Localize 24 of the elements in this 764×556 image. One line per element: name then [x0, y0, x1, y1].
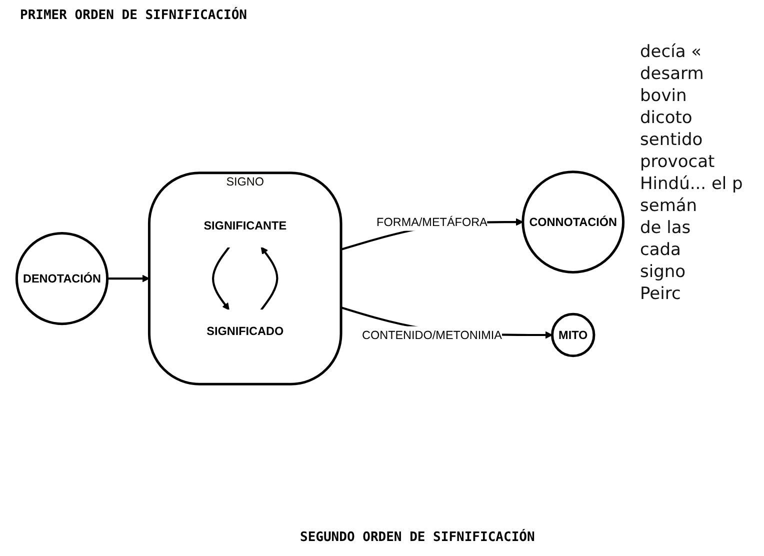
note-text: decía «	[640, 42, 703, 62]
node-text: SIGNIFICADO	[206, 324, 284, 338]
note-text: de las	[640, 218, 692, 238]
order-heading: PRIMER ORDEN DE SIFNIFICACIÓN	[20, 8, 247, 23]
arrow	[260, 246, 278, 311]
note-text: desarm	[640, 64, 705, 84]
order-heading: SEGUNDO ORDEN DE SIFNIFICACIÓN	[300, 530, 535, 545]
note-text: Hindú... el p	[640, 174, 744, 194]
arrow	[212, 246, 230, 310]
node-text: SIGNIFICANTE	[204, 218, 287, 232]
edge-label: FORMA/METÁFORA	[376, 214, 488, 228]
note-text: Peirc	[640, 284, 682, 304]
node-circle: MITO	[551, 312, 596, 358]
note-text: cada	[640, 240, 682, 260]
note-text: sentido	[640, 130, 704, 150]
node-circle: DENOTACIÓN	[15, 232, 109, 326]
note-text: dicoto	[640, 108, 694, 128]
node-circle: CONNOTACIÓN	[522, 170, 625, 274]
note-text: bovin	[640, 86, 688, 106]
arrow	[107, 274, 150, 282]
note-text: provocat	[640, 152, 716, 172]
note-text: semán	[640, 196, 698, 216]
edge-label: CONTENIDO/METONIMIA	[362, 328, 502, 342]
note-text: signo	[640, 262, 687, 282]
